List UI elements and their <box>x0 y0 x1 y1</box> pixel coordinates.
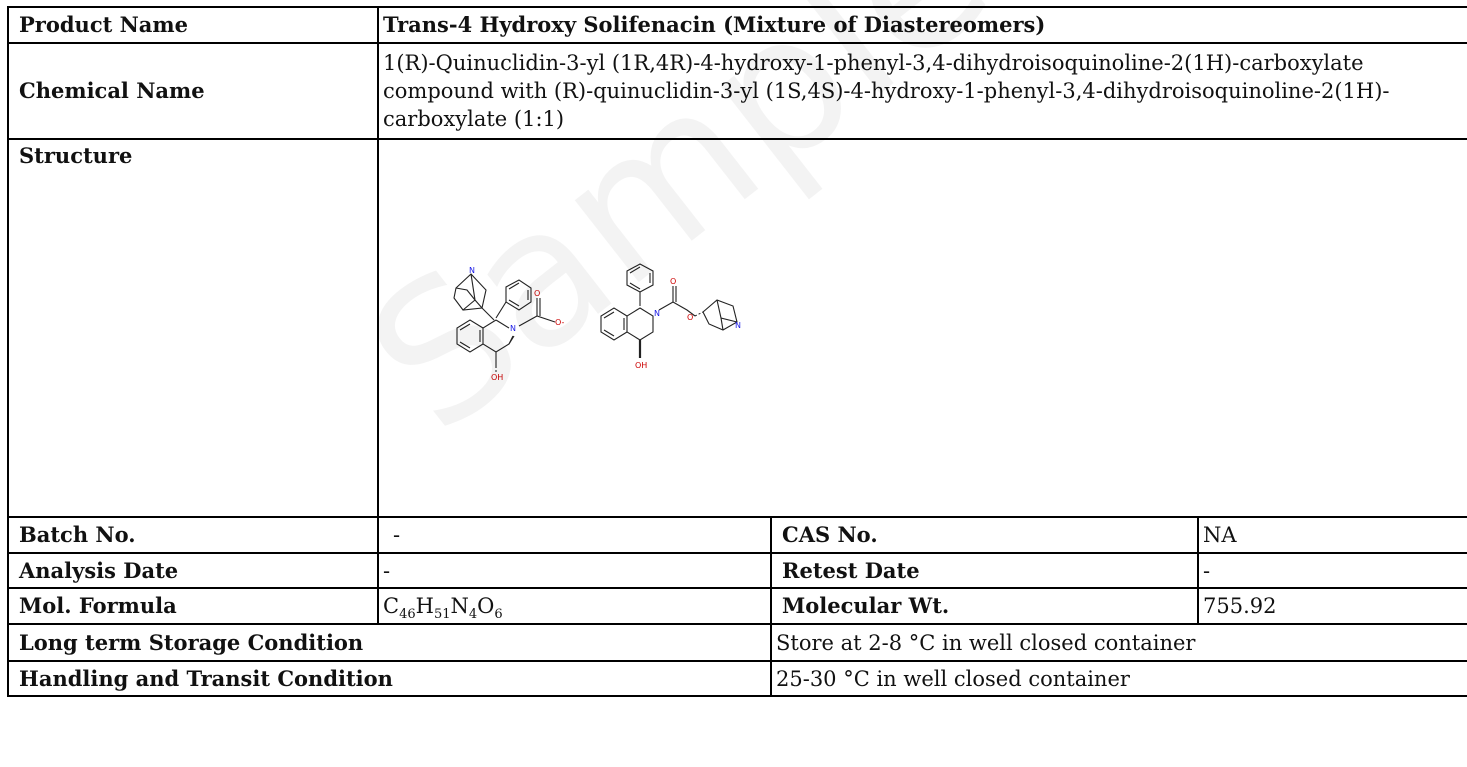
analysis-date-label: Analysis Date <box>7 552 379 589</box>
row-product-name: Product Name Trans-4 Hydroxy Solifenacin… <box>7 6 1467 44</box>
product-name-value: Trans-4 Hydroxy Solifenacin (Mixture of … <box>376 6 1467 44</box>
mol-formula-label: Mol. Formula <box>7 587 379 625</box>
row-handling: Handling and Transit Condition 25-30 °C … <box>7 660 1467 697</box>
handling-label: Handling and Transit Condition <box>7 660 772 697</box>
batch-no-value: - <box>377 516 772 554</box>
row-batch-cas: Batch No. - CAS No. NA <box>7 516 1467 554</box>
analysis-date-value: - <box>377 552 772 589</box>
coa-table: Product Name Trans-4 Hydroxy Solifenacin… <box>7 6 1467 697</box>
atom-n-4: N <box>735 321 741 330</box>
atom-oh-1: OH <box>491 373 503 382</box>
molecular-wt-value: 755.92 <box>1196 587 1467 625</box>
row-storage: Long term Storage Condition Store at 2-8… <box>7 623 1467 662</box>
cas-no-label: CAS No. <box>770 516 1199 554</box>
atom-o-minus: O- <box>555 318 565 327</box>
chemical-name-label: Chemical Name <box>7 42 379 140</box>
row-dates: Analysis Date - Retest Date - <box>7 552 1467 589</box>
row-chemical-name: Chemical Name 1(R)-Quinuclidin-3-yl (1R,… <box>7 42 1467 140</box>
chemical-structure-image: N N O O- OH <box>453 263 741 382</box>
atom-n-2: N <box>510 324 516 333</box>
atom-n-3: N <box>654 309 660 318</box>
cas-no-value: NA <box>1196 516 1467 554</box>
product-name-label: Product Name <box>7 6 379 44</box>
atom-o-carbonyl-2: O <box>670 277 676 286</box>
structure-label: Structure <box>7 138 379 518</box>
row-formula-weight: Mol. Formula C46H51N4O6 Molecular Wt. 75… <box>7 587 1467 625</box>
retest-date-label: Retest Date <box>770 552 1199 589</box>
mol-formula-value: C46H51N4O6 <box>377 587 772 625</box>
handling-value: 25-30 °C in well closed container <box>769 660 1467 697</box>
batch-no-label: Batch No. <box>7 516 379 554</box>
chemical-name-value: 1(R)-Quinuclidin-3-yl (1R,4R)-4-hydroxy-… <box>376 42 1467 140</box>
storage-value: Store at 2-8 °C in well closed container <box>769 623 1467 662</box>
atom-o-ester: O <box>687 313 693 322</box>
atom-oh-2: OH <box>635 361 647 370</box>
storage-label: Long term Storage Condition <box>7 623 772 662</box>
atom-n-1: N <box>469 266 475 275</box>
structure-cell: N N O O- OH <box>376 138 1467 518</box>
retest-date-value: - <box>1196 552 1467 589</box>
atom-o-carbonyl-1: O <box>534 289 540 298</box>
row-structure: Structure <box>7 138 1467 518</box>
molecular-wt-label: Molecular Wt. <box>770 587 1199 625</box>
